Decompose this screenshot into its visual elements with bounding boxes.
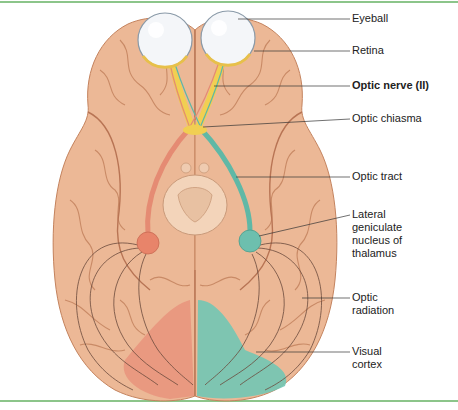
part-label: Retina <box>352 44 452 57</box>
leader-line <box>254 51 350 52</box>
part-label: Optic chiasma <box>352 112 452 125</box>
retina <box>143 56 187 67</box>
nerve-fiber <box>200 62 224 128</box>
gyrus-line <box>265 70 290 105</box>
longitudinal-fissure <box>194 30 195 120</box>
radiation-fiber <box>76 243 138 390</box>
temporal-lobe-edge <box>88 112 150 290</box>
gyrus-line <box>120 300 145 335</box>
radiation-fiber <box>114 252 178 385</box>
part-label: Eyeball <box>352 12 452 25</box>
part-label: Optic radiation <box>352 291 412 317</box>
gyrus-line <box>150 277 190 286</box>
optic-nerve <box>198 62 222 128</box>
visual-cortex-left <box>124 300 194 399</box>
nerve-fiber <box>188 62 219 130</box>
optic-tract-left <box>148 128 190 234</box>
retina <box>206 54 250 65</box>
leader-line <box>236 177 350 178</box>
radiation-fiber <box>205 254 259 385</box>
lgn-left <box>137 232 159 254</box>
nerve-fiber <box>175 64 202 130</box>
radiation-fiber <box>139 254 193 385</box>
gyrus-line <box>65 300 110 330</box>
optic-tract-right <box>200 128 250 231</box>
leader-line <box>256 352 350 353</box>
optic-nerves <box>148 62 250 234</box>
highlight <box>211 20 227 36</box>
gyrus-line <box>100 70 125 105</box>
top-rule <box>0 1 458 3</box>
part-label: Optic tract <box>352 170 452 183</box>
optic-nerve <box>172 64 192 128</box>
gyrus-line <box>265 344 310 351</box>
eyeballs <box>138 11 255 67</box>
longitudinal-fissure <box>194 270 195 396</box>
radiation-fiber <box>220 252 284 385</box>
optic-radiation-left <box>76 243 193 390</box>
radiation-fiber <box>260 243 322 390</box>
leader-line <box>203 119 350 127</box>
gyrus-line <box>70 200 95 290</box>
optic-radiation-right <box>205 243 322 390</box>
part-label: Visual cortex <box>352 345 402 371</box>
gyrus-line <box>200 277 240 286</box>
lgn-right <box>239 230 261 252</box>
brainstem-detail <box>178 188 212 223</box>
eyeball <box>138 13 192 67</box>
leader-line <box>302 298 350 299</box>
part-label: Optic nerve (II) <box>352 79 456 92</box>
leader-line <box>259 215 350 236</box>
mammillary-body <box>199 163 209 173</box>
optic-chiasma <box>183 125 207 135</box>
gyrus-line <box>295 200 320 290</box>
leader-line <box>238 19 350 20</box>
leader-lines <box>203 19 350 352</box>
leader-line <box>214 86 350 87</box>
mammillary-body <box>181 163 191 173</box>
highlight <box>148 22 164 38</box>
part-label: Lateral geniculate nucleus of thalamus <box>352 208 424 260</box>
temporal-lobe-edge <box>240 112 302 290</box>
brainstem <box>163 175 227 235</box>
